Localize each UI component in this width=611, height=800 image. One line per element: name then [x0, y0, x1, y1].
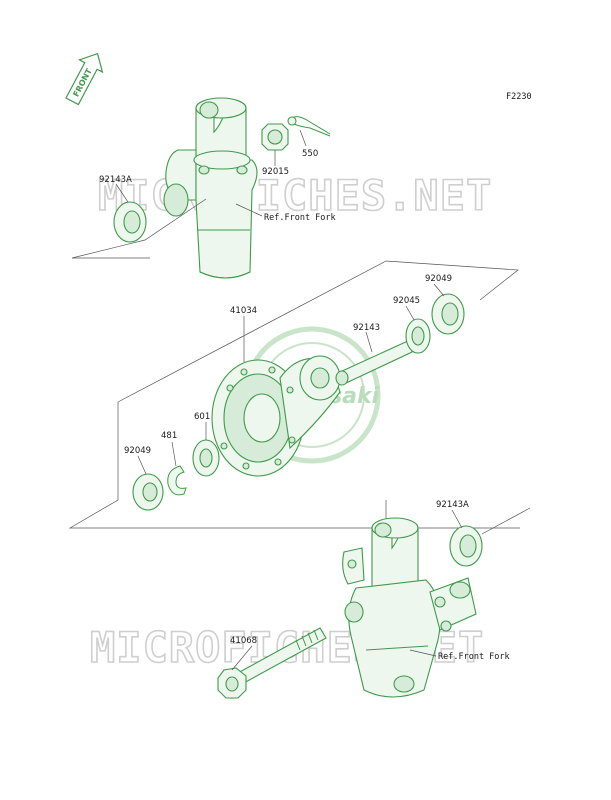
part-550-cotter-pin — [287, 116, 331, 137]
callout-41068: 41068 — [230, 636, 257, 646]
part-92049-left-seal — [132, 473, 164, 511]
callout-92143: 92143 — [353, 323, 380, 333]
part-601-bearing — [192, 439, 220, 477]
callout-601: 601 — [194, 412, 210, 422]
front-fork-top — [163, 97, 258, 279]
part-92049-right-seal — [431, 293, 465, 335]
part-92143a-top-collar — [113, 201, 147, 243]
part-92045-bearing — [405, 318, 431, 354]
callout-92049-right: 92049 — [425, 274, 452, 284]
part-92143a-bottom-collar — [449, 525, 483, 567]
callout-41034: 41034 — [230, 306, 257, 316]
watermark-top: MICROFICHES.NET — [98, 171, 492, 220]
callout-481: 481 — [161, 431, 177, 441]
figure-code: F2230 — [506, 92, 532, 102]
callout-92049-left: 92049 — [124, 446, 151, 456]
callout-92143a-top: 92143A — [99, 175, 132, 185]
part-41068-axle-bolt — [217, 627, 327, 699]
callout-92015: 92015 — [262, 167, 289, 177]
callout-550: 550 — [302, 149, 318, 159]
ref-front-fork-top: Ref.Front Fork — [264, 213, 336, 223]
ref-front-fork-bottom: Ref.Front Fork — [438, 652, 510, 662]
callout-92143a-bottom: 92143A — [436, 500, 469, 510]
part-92015-nut — [261, 123, 289, 151]
part-41034-hub — [211, 355, 341, 477]
part-92143-spacer — [335, 339, 413, 386]
part-481-circlip — [167, 465, 187, 496]
front-arrow-icon: FRONT — [65, 52, 104, 106]
front-fork-bottom — [342, 517, 477, 698]
callout-92045: 92045 — [393, 296, 420, 306]
